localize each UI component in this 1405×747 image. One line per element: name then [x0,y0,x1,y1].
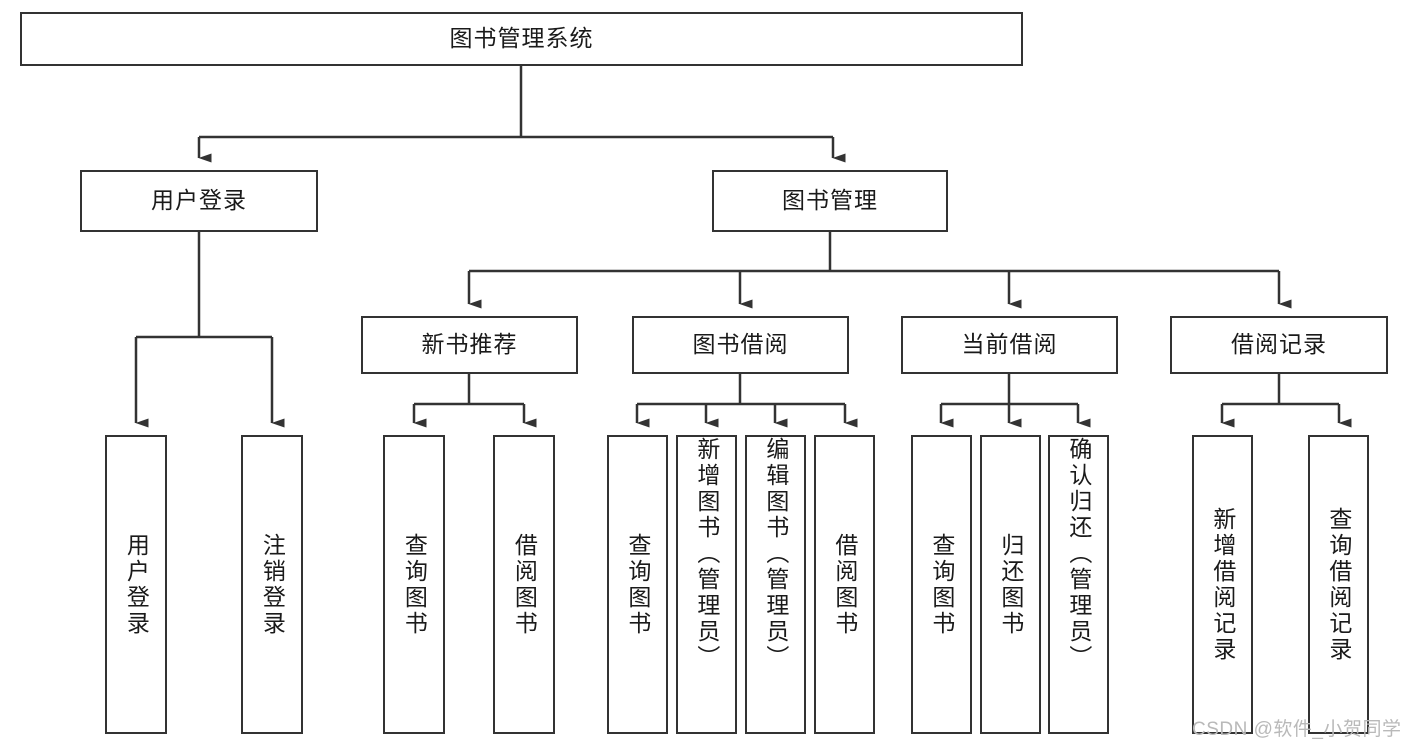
node-label: 图书管理系统 [449,25,594,52]
node-root-book-management-system[interactable]: 图书管理系统 [20,12,1023,66]
node-label: 用户登录 [123,532,150,637]
node-label: 当前借阅 [961,331,1058,358]
node-current-borrow[interactable]: 当前借阅 [901,316,1118,374]
leaf-edit-book[interactable]: 编辑图书（管理员） [745,435,806,734]
node-label: 图书借阅 [692,331,789,358]
leaf-query-record[interactable]: 查询借阅记录 [1308,435,1369,734]
node-user-login[interactable]: 用户登录 [80,170,318,232]
leaf-query-book-3[interactable]: 查询图书 [911,435,972,734]
leaf-borrow-book-1[interactable]: 借阅图书 [493,435,555,734]
leaf-query-book-1[interactable]: 查询图书 [383,435,445,734]
node-book-borrow[interactable]: 图书借阅 [632,316,849,374]
node-label: 查询借阅记录 [1325,506,1352,663]
leaf-borrow-book-2[interactable]: 借阅图书 [814,435,875,734]
node-book-management[interactable]: 图书管理 [712,170,948,232]
node-label: 借阅图书 [831,532,858,637]
leaf-confirm-return[interactable]: 确认归还（管理员） [1048,435,1109,734]
leaf-return-book[interactable]: 归还图书 [980,435,1041,734]
leaf-query-book-2[interactable]: 查询图书 [607,435,668,734]
node-label: 注销登录 [259,532,286,637]
node-label: 用户登录 [151,187,247,214]
node-label: 借阅图书 [511,532,538,637]
node-label: 查询图书 [624,532,651,637]
node-label: 确认归还（管理员） [1065,437,1092,671]
node-label: 新书推荐 [421,331,518,358]
leaf-user-login[interactable]: 用户登录 [105,435,167,734]
leaf-logout-login[interactable]: 注销登录 [241,435,303,734]
node-label: 借阅记录 [1231,331,1327,358]
node-label: 新增借阅记录 [1209,506,1236,663]
node-label: 归还图书 [997,532,1024,637]
node-label: 查询图书 [401,532,428,637]
node-label: 新增图书（管理员） [693,437,720,671]
csdn-watermark: CSDN @软件_小贺同学 [1192,719,1402,740]
leaf-add-record[interactable]: 新增借阅记录 [1192,435,1253,734]
node-label: 编辑图书（管理员） [762,437,789,671]
node-borrow-record[interactable]: 借阅记录 [1170,316,1388,374]
node-new-book-recommend[interactable]: 新书推荐 [361,316,578,374]
node-label: 查询图书 [928,532,955,637]
leaf-add-book[interactable]: 新增图书（管理员） [676,435,737,734]
node-label: 图书管理 [782,187,878,214]
